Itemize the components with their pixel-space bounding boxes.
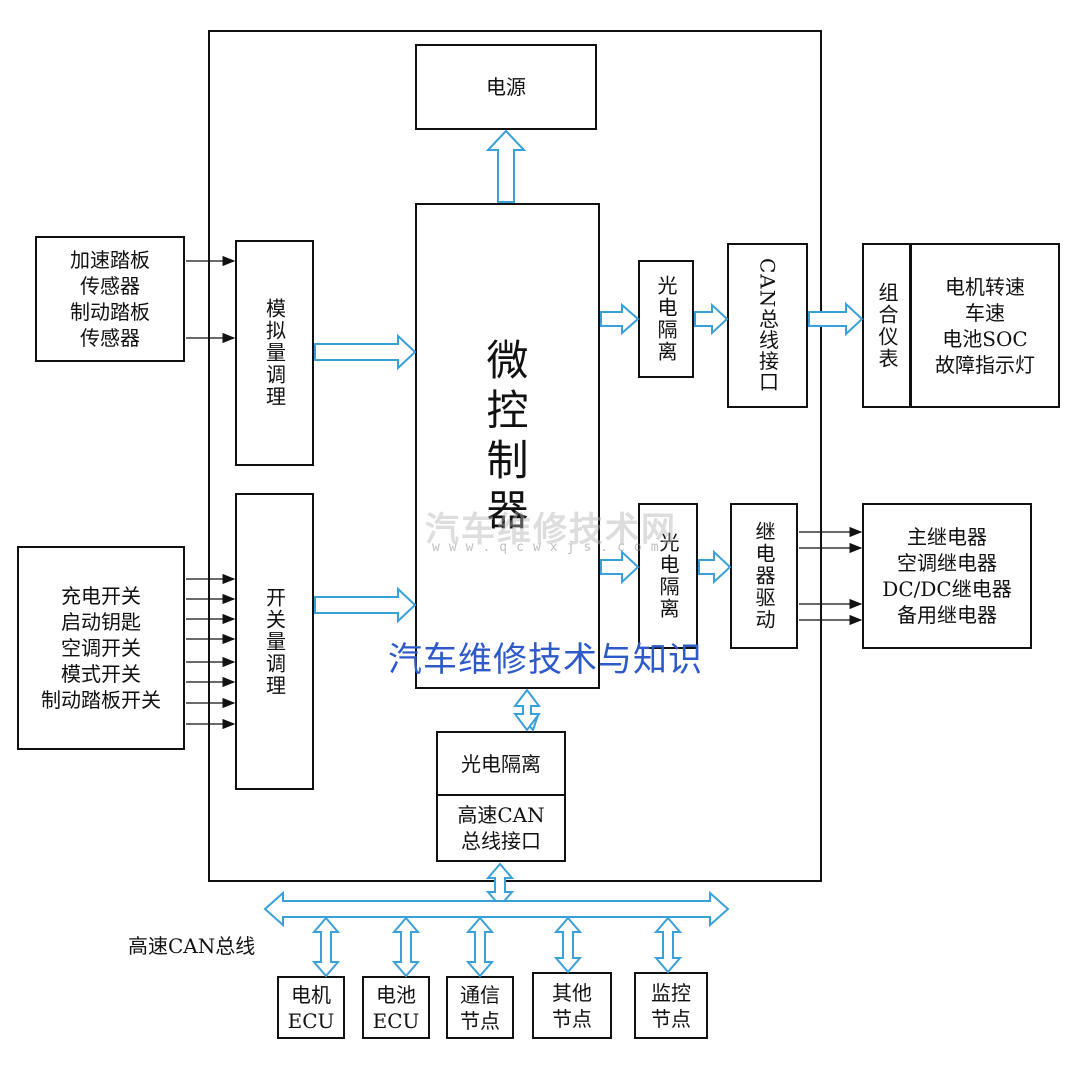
switch-conditioning-block: 开关量调理 [235,493,314,790]
bus-to-monitor-node [653,916,683,974]
mcu-block: 微 控 制 器 [415,203,600,689]
bus-node-communication: 通信 节点 [446,976,514,1039]
relays-block: 主继电器 空调继电器 DC/DC继电器 备用继电器 [862,503,1032,649]
analog-conditioning-block: 模拟量调理 [235,240,314,466]
arrow-opto1-to-can [694,302,729,336]
bus-node-label: 监控 节点 [651,980,691,1031]
opto-isolation-1-label: 光电隔离 [654,275,678,363]
combination-meter-block: 组合仪表 电机转速 车速 电池SOC 故障指示灯 [862,243,1060,408]
bus-node-battery-ecu: 电池 ECU [362,976,430,1039]
watermark-text: 汽车维修技术与知识 [388,640,703,680]
switch-conditioning-label: 开关量调理 [262,586,287,697]
power-block: 电源 [415,44,597,130]
can-interface-label: CAN总线接口 [755,258,780,393]
arrow-opto2-to-relay-driver [698,549,732,585]
can-bus-arrow [263,890,730,928]
hs-can-interface-label: 高速CAN 总线接口 [457,803,545,853]
bus-to-battery-ecu [391,916,421,978]
arrow-mcu-to-opto1 [600,302,640,336]
arrow-mcu-to-power [485,129,527,203]
relay-driver-label: 继电器驱动 [752,521,776,631]
watermark-logo: 汽车维修技术网 [425,510,677,550]
cluster-items-label: 电机转速 车速 电池SOC 故障指示灯 [935,274,1035,377]
opto-isolation-3-label: 光电隔离 [461,751,541,776]
opto-isolation-3: 光电隔离 [436,731,566,796]
arrow-can-to-combo [808,301,864,337]
opto-isolation-2: 光电隔离 [638,503,698,649]
combination-meter-label: 组合仪表 [875,281,899,370]
mcu-label: 微 控 制 器 [486,336,529,535]
watermark-url: www.qcwxjs.com [432,540,668,555]
switch-inputs-label: 充电开关 启动钥匙 空调开关 模式开关 制动踏板开关 [41,584,161,712]
pedal-sensors-block: 加速踏板 传感器 制动踏板 传感器 [35,236,185,362]
arrow-hscan-bus [485,862,515,908]
pedal-sensors-label: 加速踏板 传感器 制动踏板 传感器 [70,248,150,350]
bus-node-label: 电机 ECU [287,982,335,1033]
bus-to-other-node [553,916,583,974]
can-interface-block: CAN总线接口 [727,243,808,408]
bus-to-motor-ecu [311,916,341,978]
power-label: 电源 [486,75,526,99]
opto-isolation-2-label: 光电隔离 [656,532,680,620]
relays-label: 主继电器 空调继电器 DC/DC继电器 备用继电器 [882,525,1012,627]
bus-node-label: 电池 ECU [372,982,420,1033]
bus-node-motor-ecu: 电机 ECU [277,976,345,1039]
combination-meter-divider [909,245,912,406]
can-bus-label: 高速CAN总线 [128,934,256,958]
bus-node-monitor: 监控 节点 [634,972,708,1039]
switch-inputs-block: 充电开关 启动钥匙 空调开关 模式开关 制动踏板开关 [17,546,185,750]
arrow-mcu-to-opto2 [600,549,640,585]
bus-to-comm-node [465,916,495,978]
relay-driver-block: 继电器驱动 [730,503,798,649]
hs-can-interface-block: 高速CAN 总线接口 [436,794,566,862]
bus-node-label: 通信 节点 [460,982,500,1033]
arrow-switch-to-mcu [314,586,417,624]
bus-node-label: 其他 节点 [552,980,592,1031]
arrow-analog-to-mcu [314,333,417,371]
arrow-mcu-opto3-double [513,688,541,732]
analog-conditioning-label: 模拟量调理 [262,298,287,408]
bus-node-other: 其他 节点 [532,972,612,1039]
